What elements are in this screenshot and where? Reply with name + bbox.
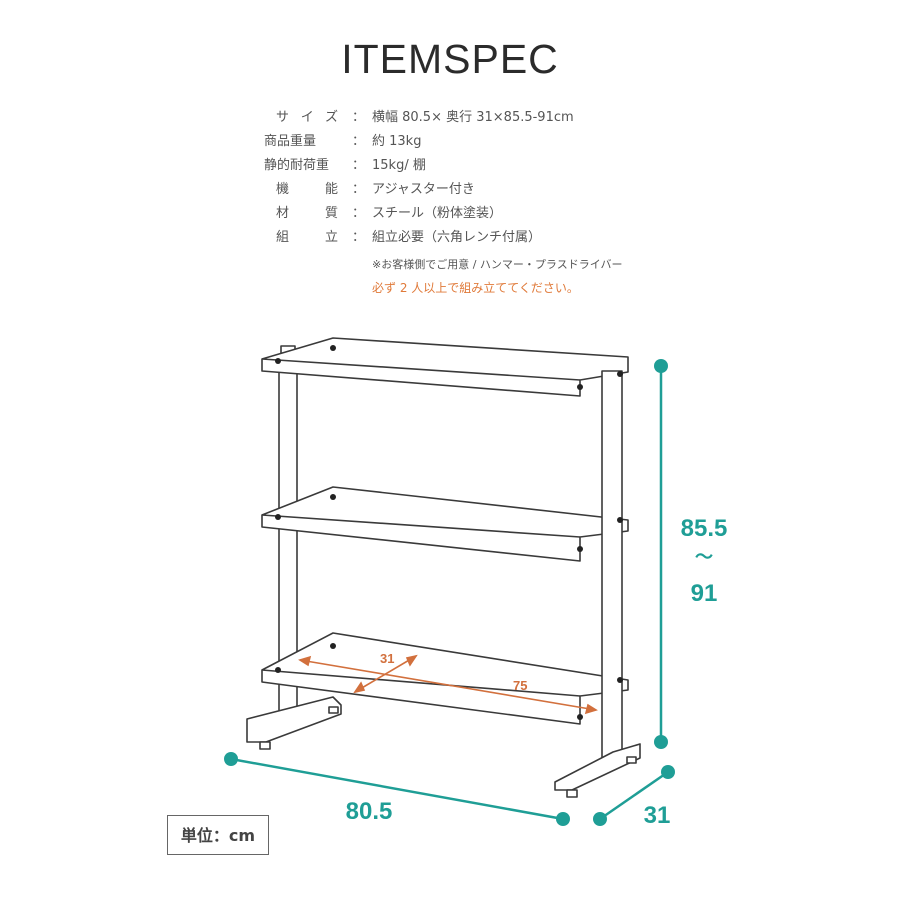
right-rear-adjuster <box>626 756 637 764</box>
spec-label: 材質 <box>276 206 338 221</box>
arrowhead <box>353 681 366 694</box>
shelf-depth-line <box>354 655 417 693</box>
shelf-dimension-arrows <box>298 654 598 715</box>
spec-label: 組立 <box>276 230 338 245</box>
top-shelf <box>261 337 629 397</box>
spec-colon: ： <box>352 110 366 125</box>
height-max-label: 91 <box>691 580 718 607</box>
assembly-warning: 必ず 2 人以上で組み立ててください。 <box>372 281 579 295</box>
shelf-width-label: 75 <box>513 678 527 693</box>
left-base-foot <box>246 696 342 743</box>
spec-value: 約 13kg <box>372 134 422 149</box>
spec-label: 静的耐荷重 <box>264 158 330 173</box>
height-min-label: 85.5 <box>681 515 728 542</box>
spec-label: サイズ <box>276 110 338 125</box>
spec-colon: ： <box>352 230 366 245</box>
spec-colon: ： <box>352 182 366 197</box>
bottom-shelf <box>261 632 629 725</box>
shelf-rack-drawing <box>246 337 641 798</box>
page-title: ITEMSPEC <box>341 36 559 82</box>
spec-colon: ： <box>352 206 366 221</box>
spec-value: アジャスター付き <box>372 182 475 197</box>
arrowhead <box>405 654 418 667</box>
unit-box: 単位：cm <box>167 815 269 855</box>
left-adjuster <box>259 741 271 750</box>
width-dimension <box>224 752 570 826</box>
arrowhead <box>584 703 598 715</box>
right-adjuster <box>566 789 578 798</box>
right-base-foot <box>554 743 641 791</box>
spec-value: 15kg/ 棚 <box>372 158 426 173</box>
width-label: 80.5 <box>346 798 393 825</box>
tools-note: ※お客様側でご用意 / ハンマー・プラスドライバー <box>372 258 623 271</box>
spec-label: 商品重量 <box>264 134 317 149</box>
spec-value: スチール（粉体塗装） <box>372 206 503 221</box>
shelf-depth-label: 31 <box>380 651 394 666</box>
shelf-width-line <box>299 659 597 711</box>
middle-shelf <box>261 486 629 562</box>
arrowhead <box>298 655 312 667</box>
right-front-post <box>601 370 623 762</box>
depth-label: 31 <box>644 802 671 829</box>
spec-value: 横幅 80.5× 奥行 31×85.5-91cm <box>372 110 574 125</box>
height-range-separator: 〜 <box>695 547 713 567</box>
height-dimension <box>654 359 668 749</box>
left-rear-adjuster <box>328 706 339 714</box>
spec-value: 組立必要（六角レンチ付属） <box>372 230 542 245</box>
spec-colon: ： <box>352 134 366 149</box>
shelf-screws <box>275 345 623 720</box>
depth-dimension <box>593 765 675 826</box>
spec-colon: ： <box>352 158 366 173</box>
spec-label: 機能 <box>276 182 338 197</box>
